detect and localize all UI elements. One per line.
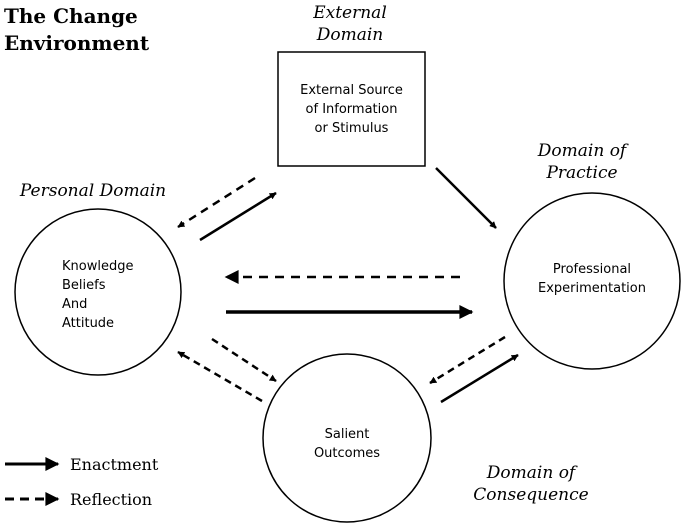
consequence-domain-label: Domain of Consequence: [465, 462, 597, 506]
enactment-arrow-personal-to-external: [199, 191, 277, 242]
external-domain-label: External Domain: [300, 2, 400, 46]
practice-domain-circle: [503, 192, 681, 370]
practice-domain-text: Professional Experimentation: [522, 260, 662, 298]
personal-domain-text: Knowledge Beliefs And Attitude: [62, 257, 133, 333]
personal-line-beliefs: Beliefs: [62, 278, 106, 293]
personal-line-attitude: Attitude: [62, 316, 115, 331]
enactment-arrow-consequence-to-practice: [440, 353, 519, 404]
consequence-domain-line-2: Consequence: [473, 485, 589, 505]
consequence-line-salient: Salient: [324, 427, 370, 442]
enactment-arrow-external-to-practice: [435, 167, 497, 229]
consequence-line-outcomes: Outcomes: [313, 446, 381, 461]
personal-line-and: And: [62, 297, 88, 312]
external-source-line-2: of Information: [305, 102, 398, 117]
external-source-box: [277, 51, 426, 167]
legend-reflection-label: Reflection: [70, 490, 153, 509]
personal-domain-circle: [14, 208, 182, 376]
external-domain-line-2: Domain: [316, 25, 384, 45]
consequence-domain-text: Salient Outcomes: [297, 425, 397, 463]
personal-domain-line-1: Personal Domain: [19, 181, 167, 201]
reflection-arrow-external-to-personal: [177, 176, 256, 229]
reflection-arrow-personal-to-consequence: [211, 337, 277, 383]
personal-line-knowledge: Knowledge: [62, 259, 134, 274]
practice-line-experimentation: Experimentation: [538, 281, 646, 296]
practice-domain-line-1: Domain of: [537, 141, 627, 161]
practice-domain-line-2: Practice: [546, 163, 618, 183]
external-source-text: External Source of Information or Stimul…: [283, 81, 420, 138]
external-source-line-3: or Stimulus: [314, 121, 389, 136]
consequence-domain-line-1: Domain of: [486, 463, 576, 483]
title-line-1: The Change: [4, 4, 138, 28]
personal-domain-label: Personal Domain: [14, 180, 172, 202]
title-line-2: Environment: [4, 31, 150, 55]
consequence-domain-circle: [262, 353, 432, 523]
reflection-arrow-practice-to-consequence: [429, 335, 506, 385]
external-domain-line-1: External: [313, 3, 387, 23]
external-source-line-1: External Source: [300, 83, 403, 98]
reflection-arrow-consequence-to-personal: [177, 350, 263, 403]
practice-domain-label: Domain of Practice: [528, 140, 636, 184]
practice-line-professional: Professional: [552, 262, 632, 277]
legend-enactment-label: Enactment: [70, 455, 159, 474]
diagram-title: The Change Environment: [4, 3, 149, 57]
